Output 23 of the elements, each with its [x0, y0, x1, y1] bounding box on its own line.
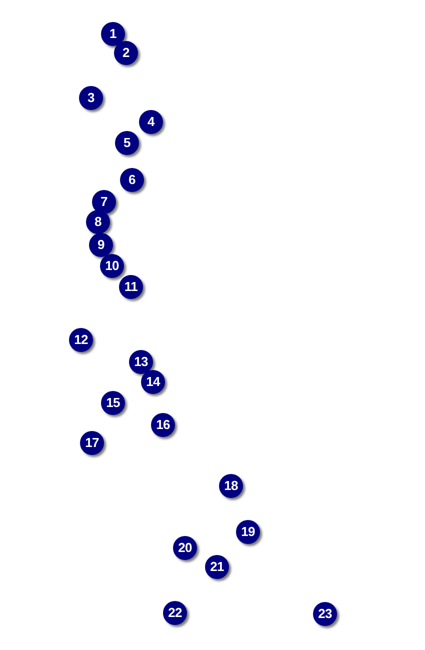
callout-number: 15 [101, 391, 125, 415]
callout-number: 18 [219, 474, 243, 498]
callout-number: 12 [69, 328, 93, 352]
callout-number: 7 [92, 190, 116, 214]
callout-number: 21 [205, 555, 229, 579]
callout-number: 1 [101, 22, 125, 46]
callout-number: 13 [129, 350, 153, 374]
callout-number: 16 [151, 413, 175, 437]
callout-number: 5 [115, 131, 139, 155]
callout-number: 4 [139, 110, 163, 134]
callout-number: 23 [313, 602, 337, 626]
callout-number: 17 [80, 431, 104, 455]
callout-number: 14 [141, 370, 165, 394]
callout-number: 20 [173, 536, 197, 560]
callout-number: 9 [89, 233, 113, 257]
callout-number: 22 [163, 601, 187, 625]
callout-number: 10 [100, 254, 124, 278]
callout-number: 8 [86, 210, 110, 234]
callout-number: 6 [120, 168, 144, 192]
callout-number: 3 [79, 86, 103, 110]
callout-number: 11 [119, 275, 143, 299]
callout-number: 19 [236, 520, 260, 544]
callout-number: 2 [114, 41, 138, 65]
